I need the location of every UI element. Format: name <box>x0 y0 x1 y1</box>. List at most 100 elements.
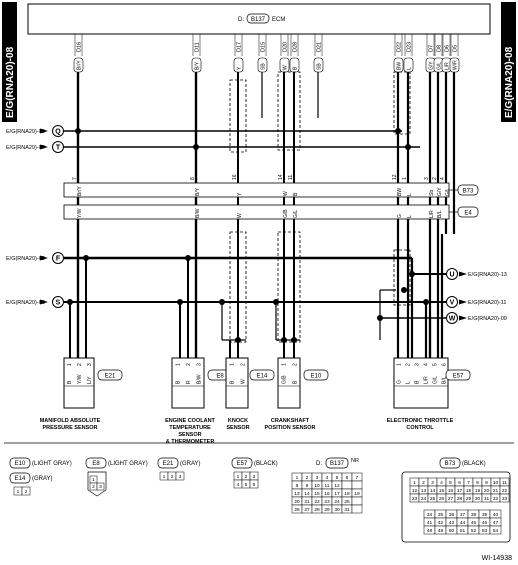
legend-e14-pin-label: 2 <box>25 489 28 495</box>
reference-arrow <box>40 255 48 261</box>
shield-knock-lower <box>229 231 247 343</box>
component-wire-color: G/L <box>433 376 439 384</box>
legend-b73-pin-label: 50 <box>449 528 455 534</box>
legend-connector-id: B73 <box>445 461 456 467</box>
legend-b137-pin-label: 4 <box>326 475 329 481</box>
splice-point <box>409 271 415 277</box>
legend-b137-pin-label: 17 <box>334 491 340 497</box>
ecm-pin-number: D8 <box>437 45 443 52</box>
legend-b73-pin-label: 32 <box>493 496 499 502</box>
legend-b137-pin-label: 23 <box>324 499 330 505</box>
b73-callout: B73 <box>449 184 479 196</box>
legend-connector-badge <box>9 472 31 484</box>
legend-b73-pin-label: 20 <box>484 488 490 494</box>
legend-b137-pin-label: 11 <box>325 483 330 489</box>
ecm-label-prefix: D: <box>238 17 244 23</box>
legend-b137-pin-label: 10 <box>314 483 320 489</box>
legend-b73-pin-label: 29 <box>466 496 472 502</box>
component-pin-number: 5 <box>433 363 439 366</box>
reference-bubble <box>52 296 64 308</box>
legend-b137-pin-label: 19 <box>354 491 360 497</box>
legend-connector-badge <box>9 457 31 469</box>
page-code-right: E/G(RNA20)-08 <box>504 46 515 118</box>
legend-b137-pin-label: 5 <box>336 475 339 481</box>
b73-wire-color: Sb <box>429 190 435 196</box>
legend-b73-pin-label: 27 <box>448 496 454 502</box>
component-wire-color: L <box>406 381 412 384</box>
legend-b73-pin-label: 44 <box>460 520 466 526</box>
ecm-wire-color: L <box>407 67 413 70</box>
legend-b73-pin-label: 16 <box>448 488 454 494</box>
legend-connector-badge <box>157 457 179 469</box>
legend-e21-pin-label: 1 <box>163 474 166 480</box>
reference-bubble <box>52 141 64 153</box>
legend-color: (BLACK) <box>254 461 278 467</box>
legend-b73-pin-label: 5 <box>449 480 452 486</box>
ecm-wire-color: W <box>283 65 289 70</box>
e4-label: E4 <box>464 211 472 217</box>
legend-b73-pin-label: 25 <box>430 496 436 502</box>
component-pin-number: 2 <box>186 363 192 366</box>
e4-wire-color: W <box>237 213 243 218</box>
legend-b73-pin-label: 36 <box>449 512 455 518</box>
splice-point <box>67 299 73 305</box>
e4-wire-color: B/L <box>437 210 443 218</box>
component-pin-number: 1 <box>175 363 181 366</box>
component-pin-number: 1 <box>397 363 403 366</box>
ecm-wire-color: G/L <box>437 62 443 70</box>
legend-b73-pin-label: 28 <box>457 496 463 502</box>
legend-b137-pin-label: 8 <box>296 483 299 489</box>
ecm-pin-number: D17 <box>237 42 243 52</box>
splice-point <box>423 299 429 305</box>
b73-pin-number: 7 <box>72 177 78 180</box>
legend-e57-pin-label: 4 <box>237 482 240 488</box>
shield-crank-lower <box>277 231 301 343</box>
component-wire-color: R <box>186 380 192 384</box>
component-id: E10 <box>311 374 322 380</box>
component-pin-number: 1 <box>282 363 288 366</box>
reference-letter: T <box>56 145 61 152</box>
page-code-bar-right <box>501 2 516 122</box>
legend-e57-pin-label: 6 <box>253 482 256 488</box>
legend-b137-pin-label: 3 <box>316 475 319 481</box>
ecm-pin-labels: D16Br/YD11B/YD17YD15SBD20WD28BD21SBD22BW… <box>73 34 460 73</box>
legend-b73-pin-label: 34 <box>427 512 433 518</box>
legend-b73-pin-label: 38 <box>471 512 477 518</box>
reference-bubble <box>52 252 64 264</box>
shield-knock-upper <box>229 79 247 153</box>
legend-b137-pin-label: 26 <box>294 507 300 513</box>
legend-b137-pin-label: 16 <box>324 491 330 497</box>
ecm-pin-number: D22 <box>397 42 403 52</box>
legend-b73-pin-label: 51 <box>460 528 466 534</box>
legend-b137-pin-label: 28 <box>314 507 320 513</box>
reference-arrow <box>459 315 467 321</box>
ecm-connector-id: B137 <box>251 17 266 23</box>
ecm-pin-number: D15 <box>261 42 267 52</box>
legend-connector-id: E14 <box>15 476 26 482</box>
legend-b73-pin-label: 2 <box>422 480 425 486</box>
legend-b73-pin-label: 43 <box>449 520 455 526</box>
b73-pin-number: 12 <box>392 174 398 180</box>
component-id-badge <box>97 369 123 381</box>
legend-b137-pin-label: 14 <box>304 491 310 497</box>
component-wire-color: B <box>175 380 181 384</box>
legend-b73-pin-label: 21 <box>493 488 499 494</box>
legend-connector-id: E10 <box>15 461 26 467</box>
e4-wire-color: G/B <box>283 209 289 218</box>
legend-b137-pin <box>351 480 363 490</box>
component-pin-number: 1 <box>230 363 236 366</box>
component-name: ELECTRONIC THROTTLE <box>387 418 454 424</box>
component-e8-body <box>171 357 205 409</box>
component-name: SENSOR <box>226 425 249 431</box>
ecm-pin-number: D5 <box>453 45 459 52</box>
legend-connector-id: E57 <box>237 461 248 467</box>
legend-b73-pin-label: 41 <box>427 520 433 526</box>
legend-e57-pin-label: 5 <box>245 482 248 488</box>
legend-connector-badge <box>439 457 461 469</box>
component-wire-color: Y/W <box>77 374 83 384</box>
legend-e21-pin-label: 2 <box>171 474 174 480</box>
b73-pin-number: 8 <box>190 177 196 180</box>
